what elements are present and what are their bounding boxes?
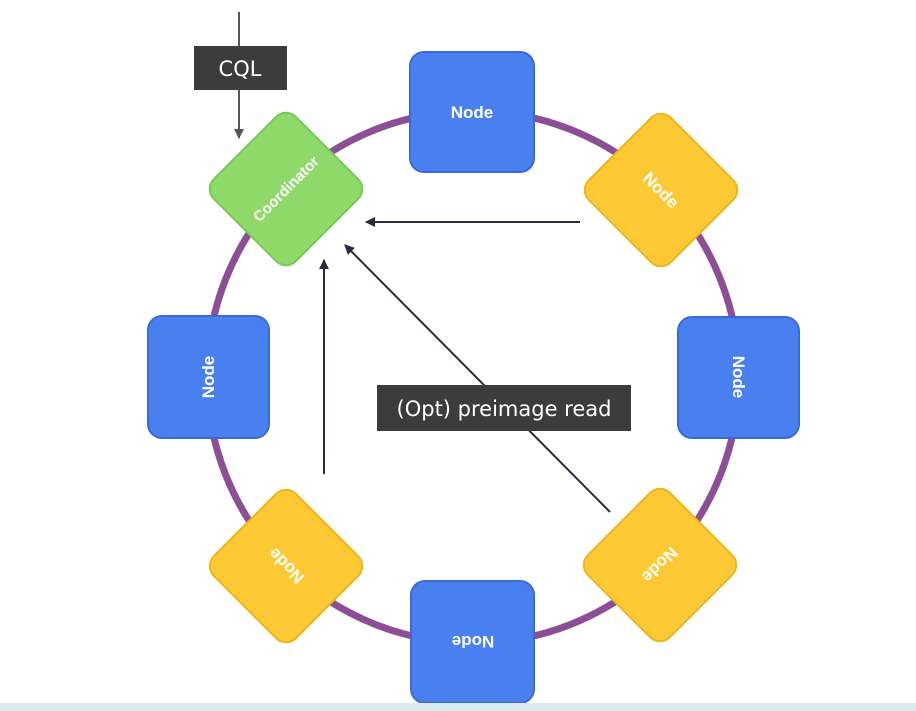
preimage-read-text: (Opt) preimage read	[397, 397, 612, 421]
node-left: Node	[147, 315, 270, 439]
node-right-label: Node	[729, 356, 748, 399]
cql-tag-text: CQL	[219, 57, 262, 81]
node-top-label: Node	[451, 103, 494, 122]
bottom-strip	[0, 703, 916, 711]
preimage-read-tag: (Opt) preimage read	[377, 385, 631, 431]
node-bottom: Node	[410, 580, 535, 704]
node-bottom-right: Node	[582, 487, 738, 643]
arrow-from-bottom-right	[344, 244, 611, 513]
cql-tag: CQL	[194, 46, 287, 90]
node-top: Node	[409, 51, 535, 173]
node-top-right: Node	[583, 112, 739, 268]
node-left-label: Node	[199, 356, 218, 399]
node-bottom-left: Node	[208, 488, 364, 644]
node-right: Node	[677, 316, 800, 439]
node-bottom-label: Node	[452, 632, 495, 651]
coordinator-node: Coordinator	[208, 111, 364, 267]
